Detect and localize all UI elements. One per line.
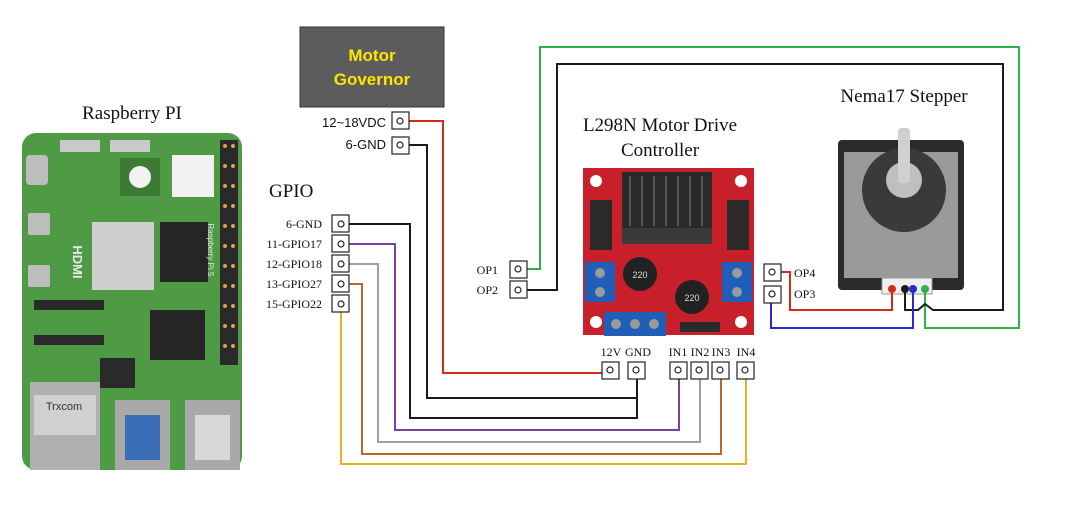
motor-wire-red-dot [888, 285, 896, 293]
wire-black-op2 [522, 63, 1004, 311]
wire-purple-in1 [345, 243, 680, 431]
governor-gnd-label: 6-GND [346, 137, 386, 152]
op1-label: OP1 [477, 263, 498, 277]
wire-black-governor-gnd [405, 144, 638, 399]
op3-label: OP3 [794, 287, 815, 301]
nema17-stepper-motor [838, 128, 964, 295]
in4-label: IN4 [737, 345, 756, 359]
gpio-title: GPIO [269, 181, 313, 202]
wire-black-gpio-gnd [345, 223, 638, 419]
wire-red-12v [405, 120, 611, 374]
governor-vin-label: 12~18VDC [322, 115, 386, 130]
driver-title-line2: Controller [621, 140, 700, 161]
motor-wire-black-dot [901, 285, 909, 293]
capacitor-1-label: 220 [632, 270, 647, 280]
gpio-pin-label: 15-GPIO22 [266, 297, 322, 311]
wire-yellow-in4 [340, 308, 747, 465]
gnd-label: GND [625, 345, 651, 359]
gpio-pin-label: 13-GPIO27 [266, 277, 322, 291]
v12-label: 12V [601, 345, 622, 359]
raspberry-pi-board: HDMI Raspberry Pi 5 Trxcom [22, 133, 242, 470]
wire-red-op4 [776, 271, 893, 311]
l298n-board: 220 220 [583, 168, 754, 336]
wire-brown-in3 [345, 283, 722, 455]
terminal-pin-dots [337, 117, 776, 374]
wire-gray-in2 [345, 263, 701, 443]
driver-title-line1: L298N Motor Drive [583, 115, 737, 136]
terminal-pins [331, 111, 782, 380]
hdmi-label: HDMI [70, 245, 85, 278]
raspberry-pi-title: Raspberry PI [82, 103, 182, 124]
motor-wire-green-dot [921, 285, 929, 293]
motor-governor-box: Motor Governor [299, 26, 445, 108]
op4-label: OP4 [794, 266, 815, 280]
wire-green-op1 [522, 46, 1020, 329]
trxcom-label: Trxcom [46, 401, 82, 413]
stepper-title: Nema17 Stepper [840, 86, 968, 107]
governor-line1: Motor [348, 46, 396, 65]
gpio-pin-label: 6-GND [286, 217, 322, 231]
gpio-pin-label: 11-GPIO17 [266, 237, 322, 251]
in2-label: IN2 [691, 345, 710, 359]
rpi5-label: Raspberry Pi 5 [206, 224, 215, 277]
capacitor-2-label: 220 [684, 293, 699, 303]
governor-line2: Governor [334, 70, 411, 89]
in3-label: IN3 [712, 345, 731, 359]
in1-label: IN1 [669, 345, 688, 359]
motor-wire-blue-dot [909, 285, 917, 293]
op2-label: OP2 [477, 283, 498, 297]
gpio-pin-label: 12-GPIO18 [266, 257, 322, 271]
